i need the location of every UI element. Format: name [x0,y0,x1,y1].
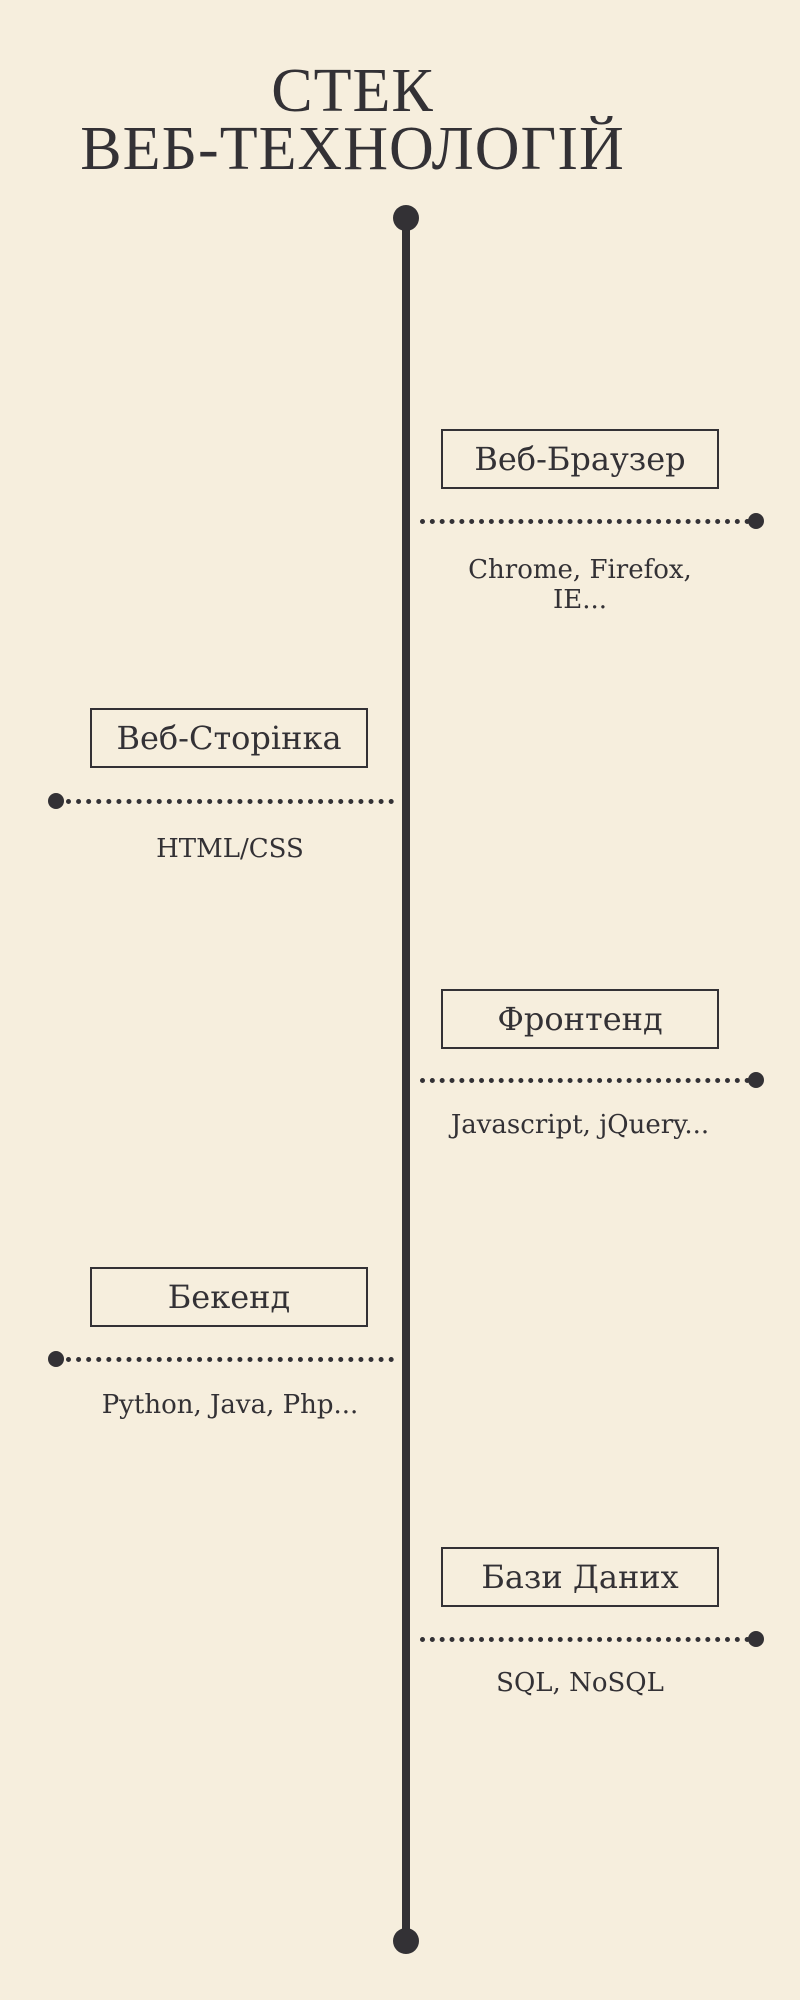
dotted-connector [420,519,750,524]
connector-end-dot [48,1351,64,1367]
dotted-connector [420,1078,750,1083]
item-label-box: Бази Даних [441,1547,719,1607]
timeline-end-dot [393,1928,419,1954]
item-description: SQL, NoSQL [496,1668,664,1698]
title-line-1: СТЕК [271,57,434,125]
connector-end-dot [748,1631,764,1647]
item-label-box: Веб-Браузер [441,429,719,489]
connector-end-dot [748,513,764,529]
timeline-axis [402,218,410,1942]
timeline-start-dot [393,205,419,231]
title-line-2: ВЕБ-ТЕХНОЛОГІЙ [80,115,625,183]
item-description: Chrome, Firefox, IE... [468,555,692,615]
item-label-box: Фронтенд [441,989,719,1049]
item-label-box: Веб-Сторінка [90,708,368,768]
dotted-connector [66,1357,394,1362]
page-title: СТЕК ВЕБ-ТЕХНОЛОГІЙ [0,57,705,183]
item-description: Python, Java, Php... [101,1390,359,1420]
connector-end-dot [48,793,64,809]
connector-end-dot [748,1072,764,1088]
item-description: Javascript, jQuery... [450,1110,710,1140]
item-label-box: Бекенд [90,1267,368,1327]
dotted-connector [66,799,394,804]
dotted-connector [420,1637,750,1642]
item-description: HTML/CSS [156,834,304,864]
